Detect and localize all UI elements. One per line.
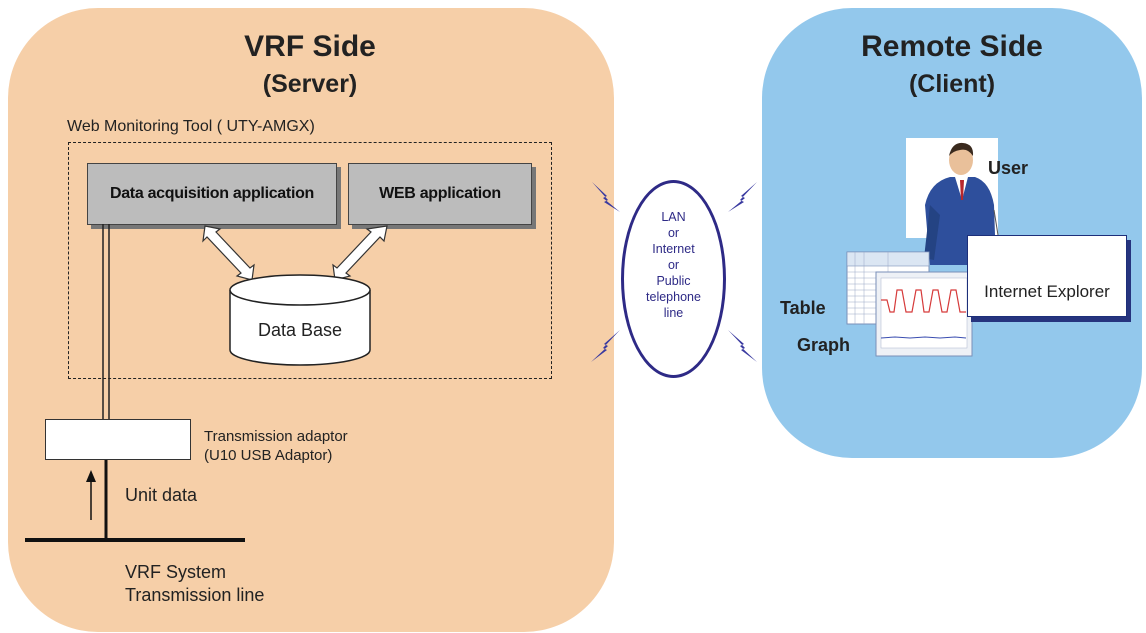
web-monitoring-tool-box <box>68 142 552 379</box>
unit-data-arrow-head <box>86 470 96 482</box>
user-label: User <box>988 158 1029 178</box>
network-line-line: line <box>663 306 684 320</box>
adaptor-label-line2: (U10 USB Adaptor) <box>204 447 333 464</box>
internet-explorer-label: Internet Explorer <box>984 282 1110 301</box>
user-figure-icon <box>906 138 999 265</box>
lightning-bottom-left-icon <box>591 330 620 362</box>
network-line-public: Public <box>656 274 691 288</box>
double-arrow-right <box>332 225 388 281</box>
database-label: Data Base <box>257 320 343 340</box>
network-text: LAN or Internet or Public telephone line <box>621 209 726 321</box>
graph-thumbnail-icon <box>875 271 973 357</box>
data-acquisition-app-box: Data acquisition application <box>87 163 337 225</box>
remote-side-subtitle: (Client) <box>908 70 996 98</box>
table-label: Table <box>780 298 826 318</box>
vrf-system-label: VRF System <box>125 562 227 582</box>
network-line-or-1: or <box>667 226 680 240</box>
tool-label: Web Monitoring Tool ( UTY-AMGX) <box>67 118 315 135</box>
network-ellipse <box>621 180 726 378</box>
unit-data-label: Unit data <box>125 485 198 505</box>
transmission-adaptor-box <box>45 419 191 460</box>
lightning-top-left-icon <box>592 182 620 212</box>
adaptor-label-line1: Transmission adaptor <box>204 428 348 445</box>
transmission-line-label: Transmission line <box>125 585 265 605</box>
lightning-bottom-right-icon <box>728 330 757 362</box>
network-line-internet: Internet <box>652 242 695 256</box>
internet-explorer-window <box>967 235 1127 317</box>
vrf-side-title: VRF Side <box>244 30 376 63</box>
web-app-box: WEB application <box>348 163 532 225</box>
vrf-side-subtitle: (Server) <box>262 70 358 98</box>
network-line-lan: LAN <box>661 210 686 224</box>
network-line-telephone: telephone <box>646 290 701 304</box>
network-line-or-2: or <box>667 258 680 272</box>
remote-side-title: Remote Side <box>861 30 1043 63</box>
database-cylinder-icon <box>229 274 371 366</box>
lightning-icons <box>591 182 757 362</box>
graph-label: Graph <box>797 335 851 355</box>
lightning-top-right-icon <box>728 182 757 212</box>
double-arrow-left <box>202 225 255 281</box>
